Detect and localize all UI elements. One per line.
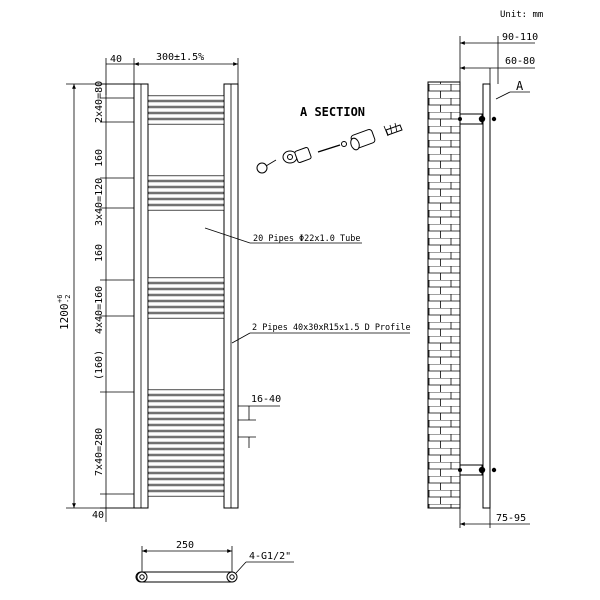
tube — [147, 455, 225, 461]
front-view — [133, 83, 239, 509]
profile-callout: 2 Pipes 40x30xR15x1.5 D Profile — [231, 323, 411, 344]
tube — [147, 401, 225, 407]
dim-outer: 90-110 — [502, 32, 538, 43]
tube — [147, 425, 225, 431]
tube — [147, 419, 225, 425]
tube — [147, 443, 225, 449]
spacing-4: 160 — [94, 244, 105, 262]
sleeve-icon — [294, 147, 312, 163]
top-bracket — [459, 113, 483, 125]
tube — [147, 107, 225, 113]
wall-plug-icon — [385, 124, 403, 136]
tube — [147, 113, 225, 119]
bottom-view: 250 4-G1/2" — [135, 540, 294, 583]
tube — [147, 181, 225, 187]
side-view — [427, 81, 497, 509]
tube — [147, 473, 225, 479]
wall-hatch — [427, 81, 461, 509]
tube-callout: 20 Pipes Φ22x1.0 Tube — [204, 227, 362, 244]
tube — [147, 101, 225, 107]
unit-note: Unit: mm — [500, 10, 543, 20]
tube — [147, 283, 225, 289]
height-tol-upper: +6 — [56, 295, 64, 303]
width-dimension: 300±1.5% 40 — [105, 52, 239, 95]
dim-inner: 60-80 — [505, 56, 535, 67]
tube — [147, 95, 225, 101]
screw-head-icon — [256, 162, 268, 174]
tube-label: 20 Pipes Φ22x1.0 Tube — [253, 234, 360, 244]
tube — [147, 485, 225, 491]
washer-icon — [341, 141, 347, 147]
centers-label: 250 — [176, 540, 194, 551]
height-tol-lower: -2 — [64, 295, 72, 303]
radiator-side — [482, 83, 491, 509]
tube — [147, 389, 225, 395]
tube — [147, 461, 225, 467]
tube — [147, 407, 225, 413]
horizontal-tubes — [147, 95, 225, 497]
profile-label: 2 Pipes 40x30xR15x1.5 D Profile — [252, 323, 411, 333]
tube — [147, 277, 225, 283]
section-marker: A — [516, 79, 524, 93]
spacing-5: 4x40=160 — [94, 286, 105, 334]
tube — [147, 479, 225, 485]
height-label: 1200 — [58, 304, 71, 331]
tube — [147, 437, 225, 443]
dim-bottom: 75-95 — [496, 513, 526, 524]
tube — [147, 449, 225, 455]
tube — [147, 119, 225, 125]
section-title: A SECTION — [300, 105, 365, 119]
bottom-bracket — [459, 464, 483, 476]
gap-callout: 16-40 — [238, 394, 281, 448]
side-dimensions: 90-110 60-80 A 75-95 — [459, 32, 538, 528]
spacing-1: 2x40=80 — [94, 81, 105, 123]
gap-label: 16-40 — [251, 394, 281, 405]
tube — [147, 491, 225, 497]
tube — [147, 289, 225, 295]
tube — [147, 467, 225, 473]
tube — [147, 187, 225, 193]
tube — [147, 313, 225, 319]
bolt-icon — [317, 144, 341, 153]
spacing-dimensions: 2x40=80 160 3x40=120 160 4x40=160 (160) … — [92, 81, 134, 522]
tube — [147, 199, 225, 205]
tube — [147, 307, 225, 313]
spacing-2: 160 — [94, 149, 105, 167]
tube — [147, 175, 225, 181]
tube — [147, 431, 225, 437]
tube — [147, 301, 225, 307]
top-offset-label: 40 — [110, 54, 122, 65]
spacing-6: (160) — [94, 350, 105, 380]
a-section: A SECTION — [256, 105, 403, 174]
tube — [147, 395, 225, 401]
spacing-3: 3x40=120 — [94, 178, 105, 226]
width-label: 300±1.5% — [156, 52, 204, 63]
connection-label: 4-G1/2" — [249, 551, 291, 562]
bottom-profile — [135, 571, 237, 583]
bottom-offset-label: 40 — [92, 510, 104, 521]
tube — [147, 205, 225, 211]
spacing-7: 7x40=280 — [94, 428, 105, 476]
tube — [147, 193, 225, 199]
tube — [147, 295, 225, 301]
tube — [147, 413, 225, 419]
